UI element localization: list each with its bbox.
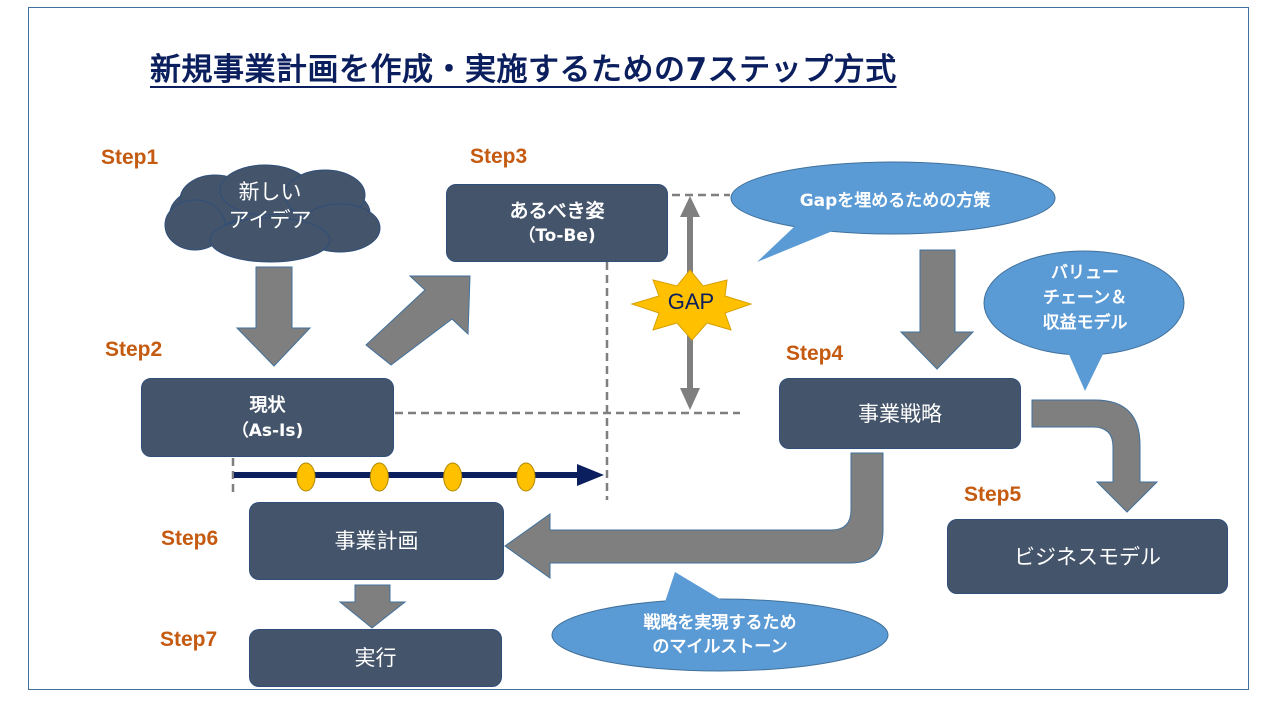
milestones <box>296 462 536 492</box>
strategy-box[interactable]: 事業戦略 <box>779 378 1021 449</box>
milestone-marker <box>369 462 389 492</box>
step3-label: Step3 <box>470 145 528 168</box>
asis-title: 現状 <box>249 394 286 416</box>
gap-badge-text: GAP <box>667 289 715 314</box>
asis-subtitle: （As-Is) <box>231 420 304 441</box>
arrow-down-idea-to-asis <box>235 266 312 367</box>
milestone-marker <box>443 462 463 492</box>
step1-label: Step1 <box>101 146 159 169</box>
arrow-down-plan-to-execute <box>338 584 407 629</box>
arrow-curved-strategy-to-plan <box>504 452 884 579</box>
step4-label: Step4 <box>786 342 844 365</box>
business-plan-box[interactable]: 事業計画 <box>249 502 504 580</box>
idea-line1: 新しい <box>238 180 302 204</box>
value-chain-line1: バリュー <box>1051 263 1119 283</box>
arrow-diagonal-asis-to-tobe <box>365 275 471 366</box>
idea-cloud-text: 新しい アイデア <box>205 178 335 234</box>
page-title: 新規事業計画を作成・実施するための7ステップ方式 <box>150 52 897 88</box>
business-model-box[interactable]: ビジネスモデル <box>947 519 1228 594</box>
milestone-marker <box>296 462 316 492</box>
milestones-line2: のマイルストーン <box>652 637 788 657</box>
callout-milestones <box>551 572 889 672</box>
business-model-title: ビジネスモデル <box>1014 544 1161 569</box>
strategy-title: 事業戦略 <box>858 401 942 426</box>
milestones-line1: 戦略を実現するため <box>643 613 797 633</box>
callout-milestones-text: 戦略を実現するため のマイルストーン <box>590 611 850 659</box>
milestone-marker <box>516 462 536 492</box>
execute-title: 実行 <box>354 646 397 670</box>
callout-value-chain <box>983 250 1185 391</box>
callout-value-chain-text: バリュー チェーン＆ 収益モデル <box>1000 261 1170 336</box>
step7-label: Step7 <box>160 628 218 651</box>
step6-label: Step6 <box>161 527 219 550</box>
gap-star <box>630 269 753 341</box>
execute-box[interactable]: 実行 <box>249 629 502 687</box>
value-chain-line2: チェーン＆ <box>1042 288 1128 308</box>
callout-gap-measures <box>730 161 1056 262</box>
tobe-subtitle: （To-Be) <box>518 226 596 246</box>
timeline-arrow <box>234 464 604 486</box>
asis-box[interactable]: 現状 （As-Is) <box>141 378 394 457</box>
step5-label: Step5 <box>964 483 1022 506</box>
idea-cloud <box>164 164 381 263</box>
tobe-title: あるべき姿 <box>509 200 605 222</box>
arrow-curved-strategy-to-bizmodel <box>1031 399 1159 513</box>
slide-frame <box>28 7 1249 690</box>
value-chain-line3: 収益モデル <box>1042 313 1128 333</box>
tobe-box[interactable]: あるべき姿 （To-Be) <box>446 184 668 262</box>
callout-gap-measures-text: Gapを埋めるための方策 <box>799 191 991 211</box>
arrow-down-to-strategy <box>899 249 975 370</box>
idea-line2: アイデア <box>228 208 312 232</box>
business-plan-title: 事業計画 <box>334 529 419 553</box>
step2-label: Step2 <box>105 338 163 361</box>
